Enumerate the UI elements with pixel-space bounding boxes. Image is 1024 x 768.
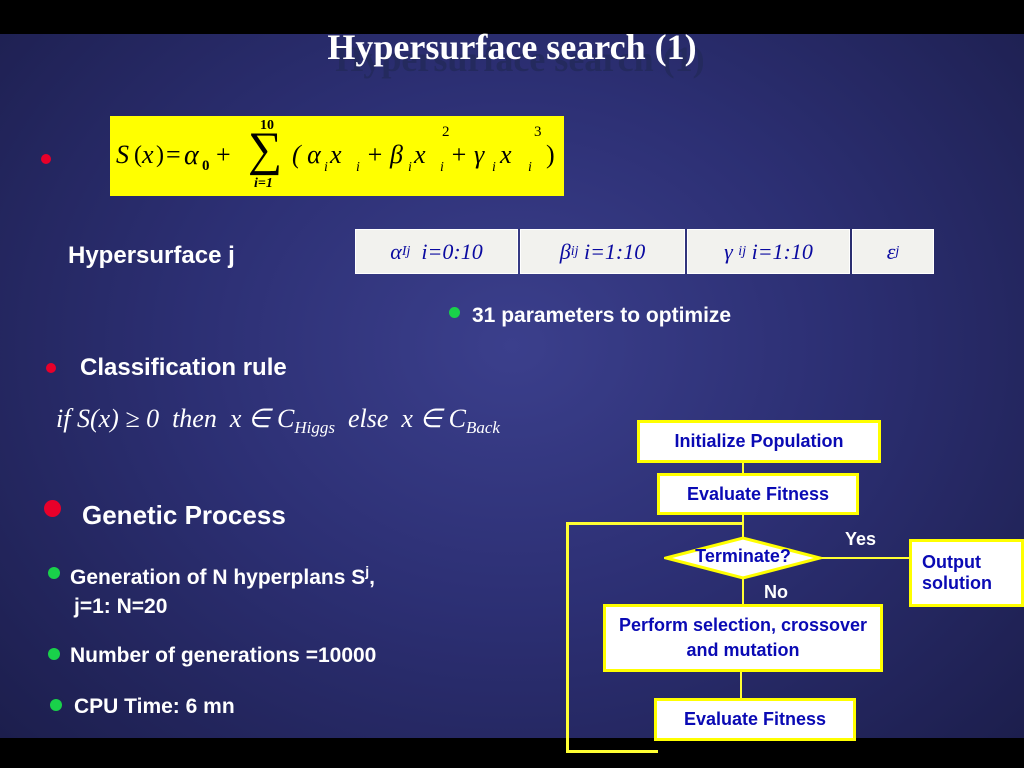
rule-part1: if S(x) ≥ 0 then x ∈ C: [56, 404, 295, 433]
formula-x: x: [142, 140, 154, 169]
generation-item: Generation of N hyperplans Sj,: [70, 563, 375, 590]
rule-part2: else x ∈ C: [335, 404, 466, 433]
flow-decision-diamond: [664, 536, 822, 580]
params-note: 31 parameters to optimize: [472, 304, 732, 327]
formula-plus: +: [216, 140, 231, 169]
flow-eval-box-2: Evaluate Fitness: [654, 698, 856, 741]
bullet-icon: [46, 363, 56, 373]
formula-upper: 10: [260, 118, 274, 133]
formula-sub0: 0: [202, 158, 210, 174]
formula-cube: 3: [534, 124, 542, 140]
flow-select-box: Perform selection, crossover and mutatio…: [603, 604, 883, 672]
flow-connector: [742, 578, 744, 604]
classification-label: Classification rule: [80, 354, 287, 381]
param-range: i=0:10: [421, 238, 483, 264]
formula-box: S ( x ) = α 0 + 10 ∑ i=1 ( α i x i + β i…: [110, 116, 564, 196]
generation-sup: j: [365, 563, 370, 579]
rule-higgs: Higgs: [294, 418, 335, 438]
param-sub: I: [401, 243, 407, 259]
bottom-bar: [0, 738, 1024, 768]
formula-x2: x: [414, 140, 426, 169]
genetic-label: Genetic Process: [82, 500, 286, 530]
generation-item-line2: j=1: N=20: [74, 595, 168, 618]
generations-item: Number of generations =10000: [70, 644, 377, 667]
cpu-item: CPU Time: 6 mn: [74, 695, 235, 718]
formula-lower: i=1: [254, 176, 273, 191]
flow-loop: [566, 750, 658, 753]
formula-x1: x: [330, 140, 342, 169]
formula-i6: i: [528, 160, 532, 175]
flow-loop: [566, 522, 569, 753]
formula-paren-close: ): [156, 142, 164, 168]
flow-decision-label: Terminate?: [695, 546, 791, 566]
formula-x3: x: [500, 140, 512, 169]
flow-connector: [818, 557, 910, 559]
param-sub: i: [738, 243, 743, 259]
formula-eq: =: [166, 140, 181, 169]
classification-rule: if S(x) ≥ 0 then x ∈ CHiggs else x ∈ CBa…: [56, 404, 500, 438]
generation-text: Generation of N hyperplans S: [70, 566, 366, 589]
flow-eval-box: Evaluate Fitness: [657, 473, 859, 515]
param-sup: j: [406, 243, 411, 259]
formula-i1: i: [324, 160, 328, 175]
param-sup: j: [574, 243, 579, 259]
bullet-icon: [48, 648, 60, 660]
bullet-icon: [44, 500, 61, 517]
hypersurface-label: Hypersurface j: [68, 242, 235, 269]
flow-connector: [742, 462, 744, 474]
formula-close: ): [546, 140, 555, 169]
formula-sigma: ∑: [248, 123, 283, 176]
flow-no-label: No: [764, 582, 788, 602]
formula-i4: i: [440, 160, 444, 175]
bullet-icon: [41, 154, 51, 164]
param-sup: j: [895, 243, 900, 259]
formula-body: ( α: [292, 140, 321, 169]
param-sym: γ: [724, 238, 733, 264]
rule-back: Back: [465, 418, 500, 438]
generation-comma: ,: [369, 566, 375, 589]
formula-gamma: + γ: [450, 140, 485, 169]
formula-sq: 2: [442, 124, 450, 140]
bullet-icon: [50, 699, 62, 711]
title-shadow: Hypersurface search (1): [335, 39, 705, 79]
flow-output-box: Output solution: [909, 539, 1024, 607]
flow-init-box: Initialize Population: [637, 420, 881, 463]
param-range: i=1:10: [751, 238, 813, 264]
formula-alpha: α: [184, 140, 199, 171]
formula-s: S: [116, 140, 129, 169]
flow-yes-label: Yes: [845, 529, 877, 549]
flow-connector: [740, 672, 742, 698]
param-range: i=1:10: [583, 238, 646, 264]
formula-i2: i: [356, 160, 360, 175]
bullet-icon: [48, 567, 60, 579]
top-bar: [0, 0, 1024, 34]
formula-paren-open: (: [134, 142, 142, 168]
formula-beta: + β: [366, 140, 403, 169]
param-sym: α: [390, 238, 402, 264]
flow-loop: [566, 522, 744, 525]
param-sym: ε: [886, 238, 896, 264]
flow-connector: [742, 515, 744, 537]
param-sup: j: [742, 243, 747, 259]
slide-title: Hypersurface search (1): [327, 27, 697, 67]
param-sym: β: [559, 238, 571, 264]
bullet-icon: [449, 307, 460, 318]
param-sub: i: [570, 243, 575, 259]
formula-i3: i: [408, 160, 412, 175]
formula-i5: i: [492, 160, 496, 175]
